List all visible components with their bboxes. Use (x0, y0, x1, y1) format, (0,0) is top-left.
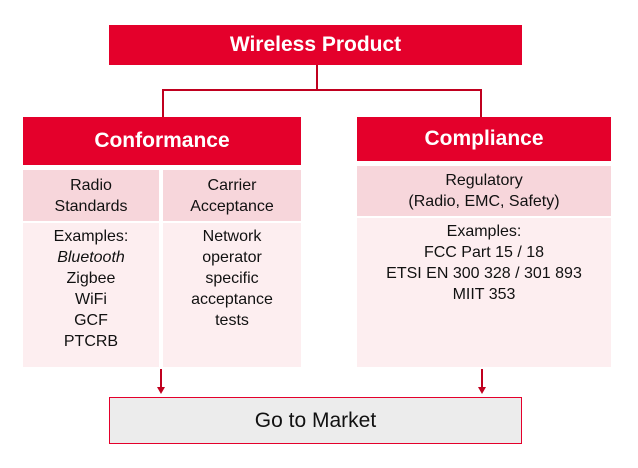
radio-example-gcf: GCF (74, 312, 108, 329)
radio-examples-panel: Examples: Bluetooth Zigbee WiFi GCF PTCR… (23, 223, 159, 367)
arrow-left-shaft (160, 369, 162, 388)
carrier-acceptance-line-1: Carrier (207, 176, 257, 194)
conformance-title: Conformance (94, 129, 230, 152)
connector-right-drop (480, 89, 482, 117)
conformance-header: Conformance (23, 117, 301, 165)
connector-left-drop (162, 89, 164, 117)
go-to-market-box: Go to Market (109, 397, 522, 444)
regulatory-line-1: Regulatory (445, 172, 523, 189)
arrow-right-shaft (481, 369, 483, 388)
carrier-acceptance-line-2: Acceptance (190, 197, 274, 215)
compliance-examples-panel: Examples: FCC Part 15 / 18 ETSI EN 300 3… (357, 218, 611, 367)
compliance-header: Compliance (357, 117, 611, 161)
regulatory-header: Regulatory (Radio, EMC, Safety) (357, 166, 611, 216)
compliance-example-etsi: ETSI EN 300 328 / 301 893 (386, 265, 582, 282)
carrier-line-4: acceptance (191, 291, 273, 308)
radio-examples-label: Examples: (53, 228, 129, 245)
carrier-acceptance-header: Carrier Acceptance (163, 170, 301, 221)
carrier-details-panel: Network operator specific acceptance tes… (163, 223, 301, 367)
arrow-right-head (478, 387, 486, 394)
wireless-product-box: Wireless Product (109, 25, 522, 65)
carrier-line-1: Network (202, 228, 262, 245)
connector-top-stem (316, 64, 318, 90)
compliance-title: Compliance (424, 127, 544, 150)
carrier-line-2: operator (202, 249, 262, 266)
radio-example-ptcrb: PTCRB (63, 333, 119, 350)
radio-standards-line-1: Radio (70, 176, 112, 194)
connector-horizontal (162, 89, 482, 91)
go-to-market-label: Go to Market (254, 408, 377, 432)
wireless-product-title: Wireless Product (229, 33, 402, 56)
compliance-example-fcc: FCC Part 15 / 18 (423, 244, 545, 261)
compliance-examples-label: Examples: (446, 223, 522, 240)
carrier-line-3: specific (205, 270, 259, 287)
compliance-example-miit: MIIT 353 (452, 286, 516, 303)
arrow-left-head (157, 387, 165, 394)
carrier-line-5: tests (215, 312, 249, 329)
radio-example-bluetooth: Bluetooth (57, 249, 125, 266)
radio-standards-line-2: Standards (54, 197, 128, 215)
radio-standards-header: Radio Standards (23, 170, 159, 221)
radio-example-zigbee: Zigbee (66, 270, 116, 287)
regulatory-line-2: (Radio, EMC, Safety) (408, 193, 560, 210)
radio-example-wifi: WiFi (75, 291, 107, 308)
